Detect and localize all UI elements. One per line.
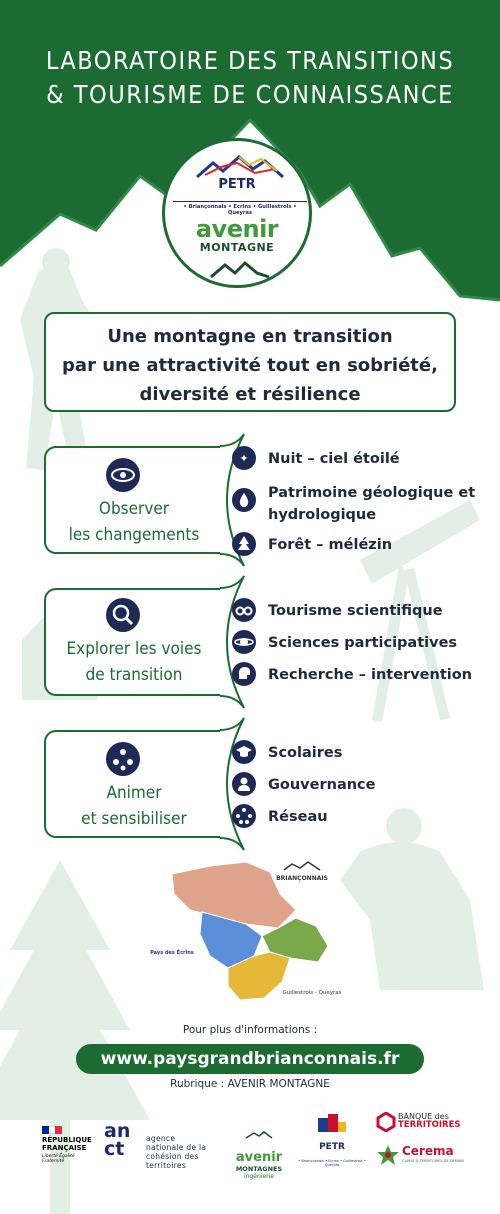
item-label: Gouvernance <box>268 777 376 793</box>
item-label: Nuit – ciel étoilé <box>268 451 400 467</box>
theme-explorer: Explorer les voies de transition <box>44 588 220 696</box>
cerema-subtitle: CLIMAT & TERRITOIRES DE DEMAIN <box>402 1159 464 1163</box>
people-icon <box>232 772 256 796</box>
tagline-line-2: par une attractivité tout en sobriété, <box>62 355 438 376</box>
theme-bracket <box>219 717 245 851</box>
republique-francaise-logo: RÉPUBLIQUE FRANÇAISE Liberté Égalité Fra… <box>42 1126 98 1164</box>
am-avenir: avenir <box>235 1150 283 1165</box>
network-icon <box>232 804 256 828</box>
tagline-line-3: diversité et résilience <box>139 384 361 405</box>
graduation-cap-icon <box>232 740 256 764</box>
tagline-box: Une montagne en transition par une attra… <box>44 312 456 412</box>
montagne-label: MONTAGNE <box>199 241 275 254</box>
mountains-icon <box>245 1131 273 1139</box>
rubrique-text: Rubrique : AVENIR MONTAGNE <box>170 1078 330 1090</box>
theme-animer: Animer et sensibiliser <box>44 730 220 838</box>
map-label-ecrins: Pays des Écrins <box>150 948 194 956</box>
map-label-guillestrois: Guillestrois - Queyras <box>282 990 341 996</box>
planet-icon <box>232 630 256 654</box>
theme-title: Observer les changements <box>46 496 222 548</box>
petr-avenir-montagne-logo: PETR • Briançonnais • Ecrins • Guillestr… <box>162 138 312 288</box>
theme-title-line-1: Explorer les voies <box>66 639 202 659</box>
partner-logos: RÉPUBLIQUE FRANÇAISE Liberté Égalité Fra… <box>0 1100 500 1214</box>
item-label: Forêt – mélézin <box>268 537 393 553</box>
title-line-1: LABORATOIRE DES TRANSITIONS <box>45 46 455 75</box>
theme-title-line-2: et sensibiliser <box>81 809 187 829</box>
item-label: Sciences participatives <box>268 635 458 651</box>
binoculars-icon <box>232 598 256 622</box>
water-drop-icon <box>232 488 256 512</box>
item-label: Patrimoine géologique et hydrologique <box>268 485 476 523</box>
petr-label: PETR <box>319 1142 345 1152</box>
page-title: LABORATOIRE DES TRANSITIONS & TOURISME D… <box>0 44 500 112</box>
item-label: Recherche – intervention <box>268 667 473 683</box>
petr-label: PETR <box>218 177 256 192</box>
petr-mark-icon <box>318 1114 346 1132</box>
theme-title-line-2: les changements <box>68 525 200 545</box>
theme-title: Animer et sensibiliser <box>46 780 222 832</box>
tagline-line-1: Une montagne en transition <box>107 326 393 347</box>
theme-title-line-1: Animer <box>106 783 162 803</box>
bdt-line-2: TERRITOIRES <box>398 1120 461 1130</box>
community-icon <box>106 742 140 776</box>
theme-observer: Observer les changements <box>44 446 220 554</box>
starry-sky-icon: ✦ <box>232 446 256 470</box>
am-ingenierie: ingénierie <box>244 1173 274 1180</box>
petr-subtitle: • Briançonnais • Ecrins • Guillestrois •… <box>173 201 307 216</box>
brain-icon <box>232 662 256 686</box>
rf-title: RÉPUBLIQUE FRANÇAISE <box>42 1136 92 1152</box>
larch-tree-icon <box>232 532 256 556</box>
am-montagnes: MONTAGNES <box>235 1165 283 1173</box>
eye-icon <box>106 458 140 492</box>
more-info-text: Pour plus d'informations : <box>182 1024 318 1036</box>
green-mountain-header <box>0 0 500 302</box>
cerema-mark-icon <box>377 1145 399 1165</box>
bdt-mark-icon <box>376 1112 396 1132</box>
anct-logo: an ct agence nationale de la cohésion de… <box>104 1122 214 1172</box>
svg-text:✦: ✦ <box>239 452 248 465</box>
mountain-logo-icon <box>196 155 284 179</box>
petr-subtitle: • Briançonnais • Ecrins • Guillestrois •… <box>298 1159 366 1167</box>
avenir-label: avenir <box>195 215 279 243</box>
item-label: Tourisme scientifique <box>268 603 443 619</box>
theme-title: Explorer les voies de transition <box>46 636 222 688</box>
item-label: Scolaires <box>268 745 343 761</box>
magnifier-icon <box>106 598 140 632</box>
territory-map: BRIANÇONNAIS Pays des Écrins Guillestroi… <box>150 861 342 1001</box>
petr-logo: PETR • Briançonnais • Ecrins • Guillestr… <box>296 1112 368 1172</box>
website-link[interactable]: www.paysgrandbrianconnais.fr <box>76 1044 424 1074</box>
theme-bracket <box>219 575 245 709</box>
rf-motto: Liberté Égalité Fraternité <box>42 1154 75 1164</box>
french-flag-icon <box>42 1126 63 1134</box>
theme-title-line-2: de transition <box>85 665 183 685</box>
anct-mark: an ct <box>104 1120 131 1160</box>
anct-text: agence nationale de la cohésion des terr… <box>146 1134 207 1170</box>
avenir-montagnes-ingenierie-logo: avenir MONTAGNES ingénierie <box>226 1124 292 1181</box>
cerema-label: Cerema <box>402 1144 454 1158</box>
mountains-icon <box>210 260 270 279</box>
title-line-2: & TOURISME DE CONNAISSANCE <box>46 80 454 109</box>
item-label: Réseau <box>268 809 328 825</box>
bdt-line-1: BANQUE des <box>398 1112 449 1121</box>
theme-title-line-1: Observer <box>98 499 170 519</box>
map-label-brianconnais: BRIANÇONNAIS <box>276 875 328 882</box>
